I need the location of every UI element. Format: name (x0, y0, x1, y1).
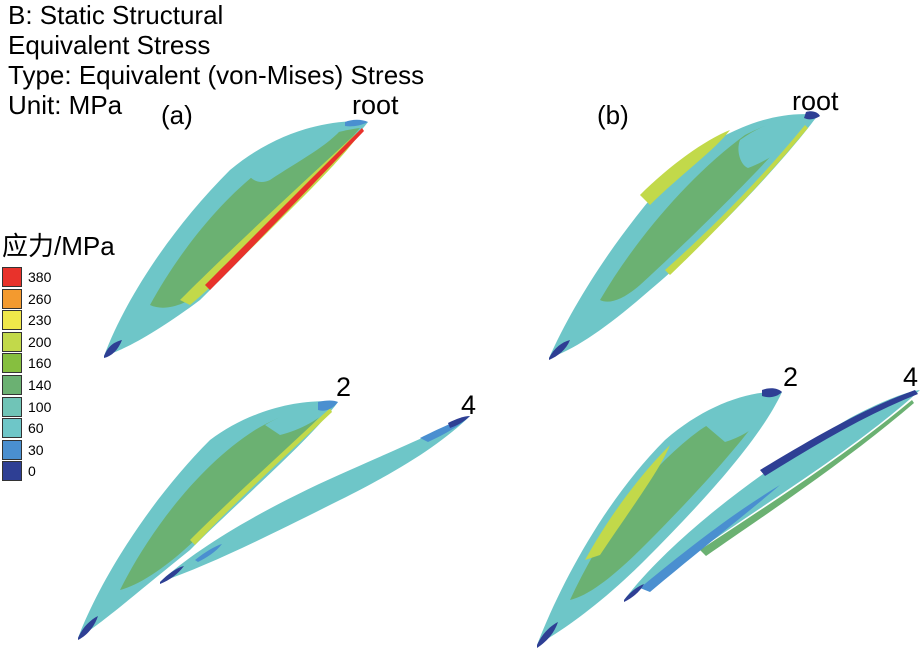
legend-value: 60 (28, 420, 44, 437)
blade-a-4-tip (160, 566, 184, 584)
blade-b-2-tip (537, 622, 558, 648)
blade-a-4-body (160, 416, 470, 582)
legend-value: 100 (28, 398, 52, 415)
blade-b-2-yellow-band (585, 445, 670, 560)
blade-a-2-tip (78, 616, 98, 640)
legend-swatch (2, 418, 22, 439)
legend-swatch (2, 331, 22, 352)
blade-a-root-blue-end (345, 119, 368, 127)
blade-a-root-red-edge (205, 128, 364, 290)
panel-b-label: (b) (597, 100, 629, 130)
blade-b-4 (624, 390, 920, 602)
legend-swatch (2, 439, 22, 460)
blade-b-2-teal-patch (705, 398, 778, 442)
blade-a-root (104, 119, 368, 358)
legend-swatch (2, 267, 22, 287)
result-type: Type: Equivalent (von-Mises) Stress (8, 60, 425, 90)
result-header: B: Static Structural Equivalent Stress T… (8, 0, 424, 120)
blade-b-4-tip (624, 584, 644, 602)
blade-b-4-green-band (700, 400, 914, 556)
legend-value: 380 (28, 269, 52, 285)
blade-a-root-teal-patch (245, 125, 345, 183)
blade-b-4-blue-band (640, 485, 780, 592)
blade-a-root-green-zone (150, 128, 360, 308)
blade-a-2-yellow-band (190, 408, 332, 545)
blade-b-4-navy-edge (760, 390, 918, 476)
legend-value: 30 (28, 441, 44, 458)
blade-b-2 (537, 388, 782, 648)
blade-b-root-edge-band (665, 125, 808, 275)
blade-a-2 (78, 400, 338, 640)
blade-b-2-label: 2 (783, 362, 799, 392)
result-unit: Unit: MPa (8, 90, 123, 120)
blade-b-4-label: 4 (903, 362, 919, 392)
blade-a-2-blue-end (318, 400, 338, 411)
blade-a-root-tip (104, 340, 122, 358)
blade-b-root-tip (549, 340, 570, 360)
blade-b-root (549, 111, 820, 360)
blade-b-root-label: root (792, 86, 839, 116)
analysis-title: B: Static Structural (8, 0, 224, 30)
legend-swatch (2, 288, 22, 309)
blade-a-4-label: 4 (461, 390, 477, 420)
legend-value: 260 (28, 290, 52, 307)
blade-b-root-blue-end (804, 111, 820, 120)
legend-title: 应力/MPa (2, 231, 115, 261)
blade-a-2-green-zone (120, 405, 330, 590)
legend-value: 140 (28, 376, 52, 393)
legend-swatch (2, 353, 22, 374)
legend-swatch (2, 374, 22, 395)
blade-b-2-root-end (762, 388, 782, 398)
blade-b-2-green-zone (570, 402, 770, 600)
legend-value: 200 (28, 333, 52, 350)
blade-a-root-yellow-band (180, 130, 361, 305)
result-name: Equivalent Stress (8, 30, 211, 60)
blade-a-root-label: root (352, 90, 399, 120)
legend-value: 230 (28, 312, 52, 329)
blade-b-root-yellow-band (640, 130, 730, 205)
blade-a-4-blue-patch (195, 544, 222, 562)
blade-a-4-root-tip (448, 416, 470, 428)
legend-value: 160 (28, 355, 52, 372)
panel-a-label: (a) (161, 100, 193, 130)
legend-value: 0 (28, 463, 36, 480)
legend-swatch (2, 396, 22, 417)
blade-a-2-teal-patch (265, 403, 335, 435)
legend-swatch (2, 310, 22, 331)
blade-b-root-teal-patch (738, 116, 812, 168)
legend-swatch (2, 461, 22, 482)
blade-a-2-label: 2 (336, 372, 352, 402)
blade-a-4 (160, 416, 470, 584)
